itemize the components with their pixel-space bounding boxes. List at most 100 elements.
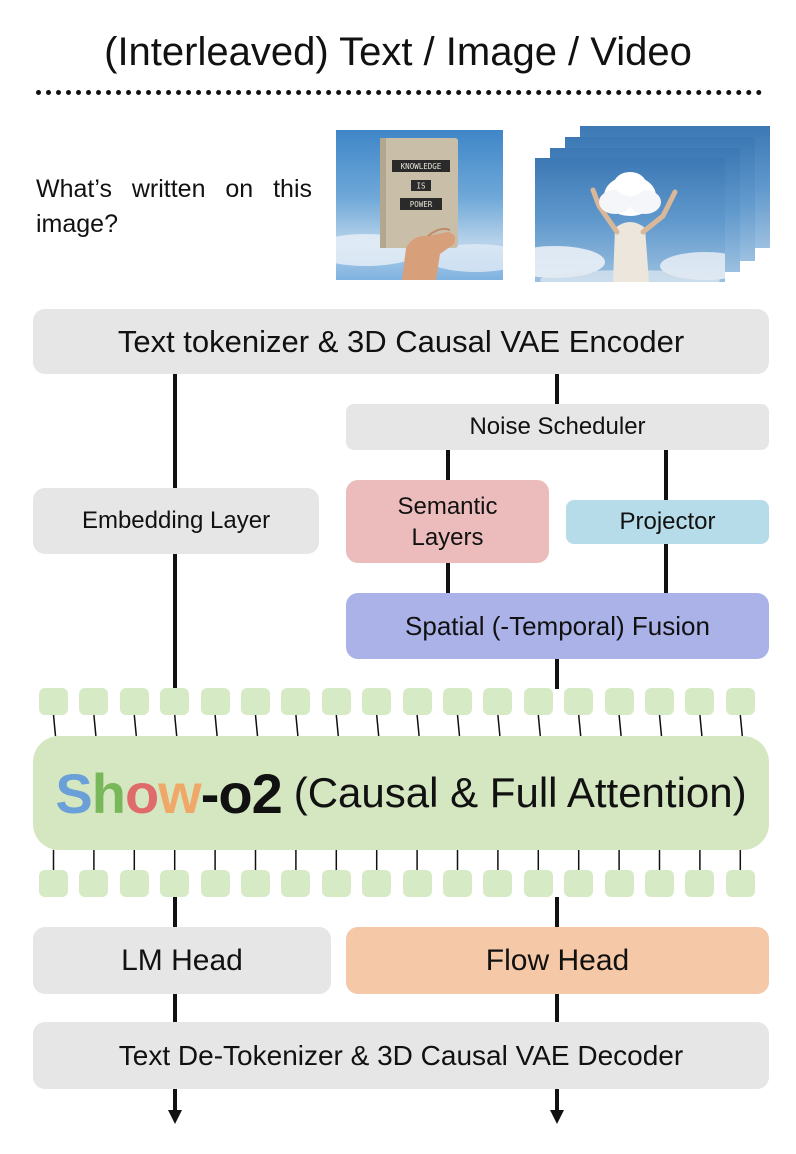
book-word-1: KNOWLEDGE [401, 162, 442, 171]
input-token [523, 688, 553, 715]
input-token [483, 688, 513, 715]
decoder-block: Text De-Tokenizer & 3D Causal VAE Decode… [33, 1022, 769, 1089]
input-token [241, 688, 270, 715]
output-token [523, 870, 553, 897]
visual-output-arrow-head [550, 1110, 564, 1124]
text-output-arrow-head [168, 1110, 182, 1124]
input-token [160, 688, 190, 715]
show-o2-model-block: Show-o2 (Causal & Full Attention) [33, 736, 769, 850]
noise-scheduler-block: Noise Scheduler [346, 404, 769, 450]
input-token [362, 688, 392, 715]
input-token [39, 688, 68, 715]
dotted-separator [36, 90, 762, 95]
input-token [321, 688, 351, 715]
lm-head-line-out [173, 994, 177, 1022]
decoder-label: Text De-Tokenizer & 3D Causal VAE Decode… [118, 1039, 684, 1071]
input-token [402, 688, 432, 715]
logo-letter-w: w [158, 761, 202, 825]
input-token [564, 688, 594, 715]
embedding-layer-label: Embedding Layer [81, 507, 271, 534]
token-stub-top [254, 714, 259, 737]
output-token [362, 870, 392, 897]
output-token [685, 870, 715, 897]
token-stub-top [133, 714, 138, 737]
input-token [685, 688, 715, 715]
projector-label: Projector [619, 508, 716, 535]
output-token [725, 870, 755, 897]
token-stub-top [52, 714, 57, 737]
token-stub-top [699, 714, 703, 737]
token-stub-top [335, 714, 340, 737]
input-token [119, 688, 149, 715]
flow-head-label: Flow Head [485, 943, 630, 977]
token-stub-top [618, 714, 622, 737]
semantic-line-in [446, 450, 450, 480]
output-token [604, 870, 634, 897]
output-token [564, 870, 594, 897]
semantic-layers-block: Semantic Layers [346, 480, 549, 563]
projector-line-in [664, 450, 668, 500]
fusion-block: Spatial (-Temporal) Fusion [346, 593, 769, 659]
logo-suffix: -o2 [200, 761, 283, 825]
output-token [119, 870, 149, 897]
projector-line-out [664, 544, 668, 593]
logo-letter-o: o [124, 761, 159, 825]
show-o2-logo: Show-o2 [55, 761, 283, 826]
output-token [39, 870, 68, 897]
semantic-layers-label: Semantic Layers [397, 492, 498, 551]
fusion-label: Spatial (-Temporal) Fusion [405, 610, 710, 641]
book-illustration: KNOWLEDGE IS POWER [336, 138, 503, 280]
input-video-frame [535, 158, 725, 282]
input-token [281, 688, 311, 715]
input-token [604, 688, 634, 715]
noise-scheduler-label: Noise Scheduler [469, 413, 646, 440]
token-stub-top [456, 714, 461, 737]
token-stub-top [537, 714, 542, 737]
token-stub-top [173, 714, 178, 737]
token-stub-top [577, 714, 582, 737]
embedding-layer-block: Embedding Layer [33, 488, 319, 554]
output-token [160, 870, 190, 897]
token-stub-top [497, 714, 501, 737]
input-question: What’s written on this image? [36, 175, 312, 238]
token-stub-top [214, 714, 218, 737]
lm-head-block: LM Head [33, 927, 331, 994]
token-stub-top [295, 714, 299, 737]
cloud-person-illustration [535, 172, 725, 282]
encoder-block: Text tokenizer & 3D Causal VAE Encoder [33, 309, 769, 374]
output-token [321, 870, 351, 897]
input-token [79, 688, 109, 715]
output-token [241, 870, 270, 897]
visual-path-line-top [555, 374, 559, 404]
input-token [200, 688, 230, 715]
fusion-line-out [555, 659, 559, 689]
encoder-label: Text tokenizer & 3D Causal VAE Encoder [117, 323, 685, 359]
output-token [483, 870, 513, 897]
input-token [645, 688, 674, 715]
lm-head-line-in [173, 897, 177, 927]
input-image-book: KNOWLEDGE IS POWER [336, 130, 503, 280]
diagram-title: (Interleaved) Text / Image / Video [104, 30, 692, 74]
flow-head-line-in [555, 897, 559, 927]
book-word-2: IS [416, 182, 426, 191]
flow-head-block: Flow Head [346, 927, 769, 994]
token-stub-top [93, 714, 97, 737]
projector-block: Projector [566, 500, 769, 544]
book-word-3: POWER [410, 200, 433, 209]
visual-output-arrow-line [555, 1089, 559, 1111]
output-token [281, 870, 311, 897]
token-stub-top [375, 714, 380, 737]
token-stub-top [658, 714, 663, 737]
output-token [443, 870, 472, 897]
attention-label: (Causal & Full Attention) [293, 769, 747, 816]
text-output-arrow-line [173, 1089, 177, 1111]
text-path-line-mid [173, 554, 177, 689]
logo-letter-h: h [91, 761, 126, 825]
text-path-line-top [173, 374, 177, 488]
logo-letter-s: S [55, 761, 92, 825]
flow-head-line-out [555, 994, 559, 1022]
output-token [79, 870, 109, 897]
lm-head-label: LM Head [121, 943, 243, 977]
input-token [725, 688, 755, 715]
output-token [200, 870, 230, 897]
